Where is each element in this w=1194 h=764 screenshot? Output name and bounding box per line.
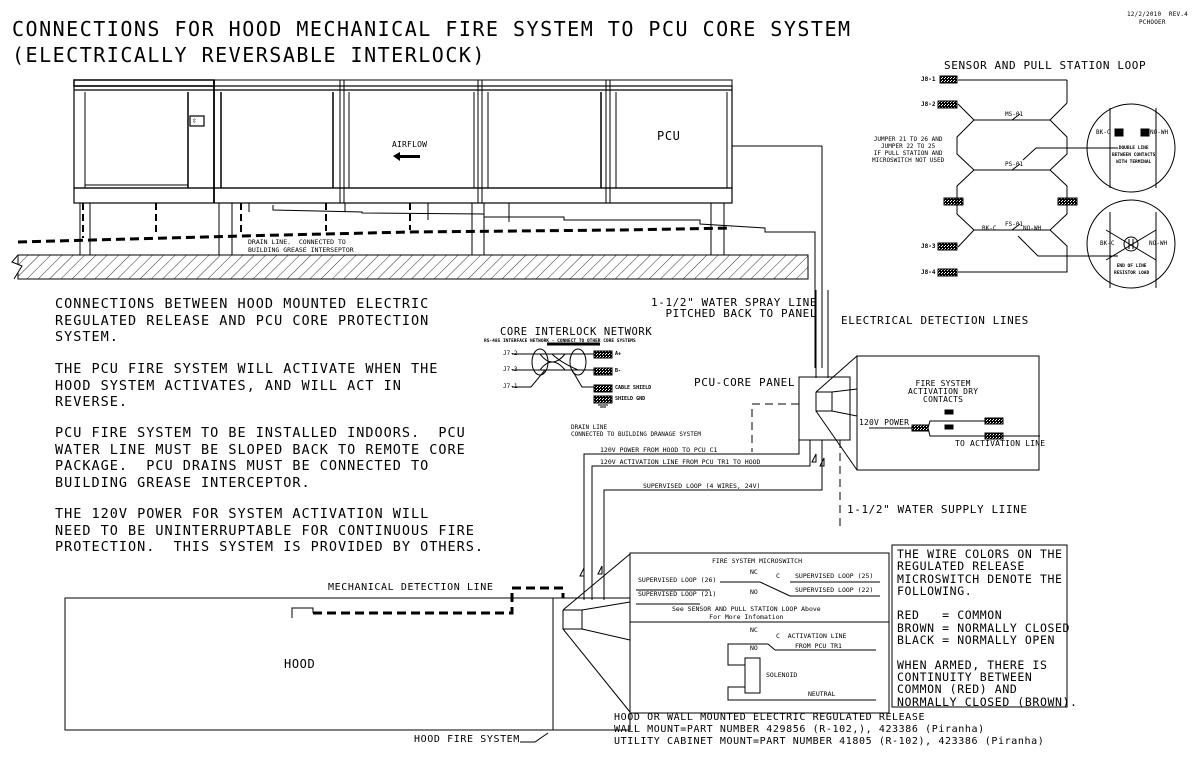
see-sensor-note: See SENSOR AND PULL STATION LOOP Above F… xyxy=(672,605,821,621)
detail1-text: DOUBLE LINE BETWEEN CONTACTS WITH TERMIN… xyxy=(1112,146,1156,165)
wire-supervised-label: SUPERVISED LOOP (4 WIRES, 24V) xyxy=(643,482,761,490)
pin-j7-1: J7-1 xyxy=(503,383,518,390)
core-interlock-linework xyxy=(512,342,613,408)
terminal-j8-4: J8-4 xyxy=(921,269,936,276)
electrical-detection-label: ELECTRICAL DETECTION LINES xyxy=(841,314,1029,327)
access-door-icon: ⇳ xyxy=(192,116,197,125)
switch-fs-01: FS-01 xyxy=(1005,221,1024,228)
power-label: 120V POWER xyxy=(859,418,910,427)
note-4: THE 120V POWER FOR SYSTEM ACTIVATION WIL… xyxy=(55,506,485,555)
pcu-core-panel-label: PCU-CORE PANEL xyxy=(694,376,796,389)
output-shield-gnd: SHIELD GND xyxy=(615,396,646,402)
loop-26-label: SUPERVISED LOOP (26) xyxy=(638,576,717,584)
output-a-plus: A+ xyxy=(615,351,622,357)
hood-fire-system-label: HOOD FIRE SYSTEM xyxy=(414,734,520,745)
loop-21-label: SUPERVISED LOOP (21) xyxy=(638,590,717,598)
switch-ms-01: MS-01 xyxy=(1005,111,1024,118)
note-1: CONNECTIONS BETWEEN HOOD MOUNTED ELECTRI… xyxy=(55,296,430,345)
dry-contacts-title: FIRE SYSTEM ACTIVATION DRY CONTACTS xyxy=(908,379,979,404)
detail2-right: NO-WH xyxy=(1149,240,1168,247)
note-2: THE PCU FIRE SYSTEM WILL ACTIVATE WHEN T… xyxy=(55,361,439,410)
terminal-j8-3: J8-3 xyxy=(921,243,936,250)
release-line2: WALL MOUNT=PART NUMBER 429856 (R-102,), … xyxy=(614,724,985,735)
revision-date: 12/2/2010 REV.4 xyxy=(1127,11,1188,18)
pin-j7-2: J7-2 xyxy=(503,350,518,357)
hood-linework xyxy=(64,552,890,743)
fs-right-label: NO-WH xyxy=(1023,225,1042,232)
from-pcu-label: FROM PCU TR1 xyxy=(795,642,842,650)
wire-color-note: THE WIRE COLORS ON THE REGULATED RELEASE… xyxy=(897,547,1078,709)
c-label: C xyxy=(776,572,780,580)
release-line3: UTILITY CABINET MOUNT=PART NUMBER 41805 … xyxy=(614,736,1045,747)
mech-detection-label: MECHANICAL DETECTION LINE xyxy=(328,582,494,593)
to-activation-label: TO ACTIVATION LINE xyxy=(955,439,1046,448)
revision-author: PCHOOER xyxy=(1139,19,1166,26)
sensor-loop-title: SENSOR AND PULL STATION LOOP xyxy=(944,59,1147,72)
pcu-label: PCU xyxy=(657,129,681,143)
pcu-core-panel-linework xyxy=(751,290,1040,530)
no-label-2: NO xyxy=(750,644,758,652)
jumper-note: JUMPER 21 TO 26 AND JUMPER 22 TO 25 IF P… xyxy=(872,136,945,164)
diagram-title-line2: (ELECTRICALLY REVERSABLE INTERLOCK) xyxy=(12,43,486,67)
pcu-unit xyxy=(11,79,823,368)
wire-runs xyxy=(579,440,825,600)
nc-label-2: NC xyxy=(750,626,758,634)
fs-left-label: BK-C xyxy=(982,225,997,232)
microswitch-title: FIRE SYSTEM MICROSWITCH xyxy=(712,557,803,565)
sensor-loop-linework xyxy=(937,75,1176,289)
output-b-minus: B- xyxy=(615,368,622,374)
detail1-left: BK-C xyxy=(1096,129,1111,136)
core-interlock-title: CORE INTERLOCK NETWORK xyxy=(500,326,653,338)
note-3: PCU FIRE SYSTEM TO BE INSTALLED INDOORS.… xyxy=(55,425,466,491)
detail1-right: NO-WH xyxy=(1150,129,1169,136)
wire-activation-label: 120V ACTIVATION LINE FROM PCU TR1 TO HOO… xyxy=(600,458,761,466)
detail2-text: END OF LINE RESISTOR LOAD xyxy=(1114,264,1150,276)
hood-label: HOOD xyxy=(284,657,316,671)
terminal-j8-2: J8-2 xyxy=(921,101,936,108)
activation-line-label: C ACTIVATION LINE xyxy=(776,632,847,640)
diagram-title-line1: CONNECTIONS FOR HOOD MECHANICAL FIRE SYS… xyxy=(12,17,852,41)
water-supply-label: 1-1/2" WATER SUPPLY LIINE xyxy=(847,503,1028,516)
neutral-label: NEUTRAL xyxy=(808,690,836,698)
airflow-label: AIRFLOW xyxy=(392,140,428,149)
solenoid-label: SOLENOID xyxy=(766,671,798,679)
detail2-left: BK-C xyxy=(1100,240,1115,247)
release-line1: HOOD OR WALL MOUNTED ELECTRIC REGULATED … xyxy=(614,712,926,723)
core-interlock-subtitle: RS-485 INTERFACE NETWORK - CONNECT TO OT… xyxy=(484,339,636,344)
loop-25-label: SUPERVISED LOOP (25) xyxy=(795,572,874,580)
terminal-j8-1: J8-1 xyxy=(921,76,936,83)
loop-22-label: SUPERVISED LOOP (22) xyxy=(795,586,874,594)
wire-color-note-box xyxy=(891,544,1068,708)
pin-j7-3: J7-3 xyxy=(503,366,518,373)
drain-line-label: DRAIN LINE. CONNECTED TO BUILDING GREASE… xyxy=(248,238,354,254)
no-label: NO xyxy=(750,588,758,596)
wire-power-label: 120V POWER FROM HOOD TO PCU C1 xyxy=(600,446,718,454)
drain-line-2-label: DRAIN LINE CONNECTED TO BUILDING DRANAGE… xyxy=(571,424,702,438)
switch-ps-01: PS-01 xyxy=(1005,161,1024,168)
output-cable-shield: CABLE SHIELD xyxy=(615,385,652,391)
water-spray-label: 1-1/2" WATER SPRAY LINE PITCHED BACK TO … xyxy=(651,296,818,320)
nc-label: NC xyxy=(750,568,758,576)
